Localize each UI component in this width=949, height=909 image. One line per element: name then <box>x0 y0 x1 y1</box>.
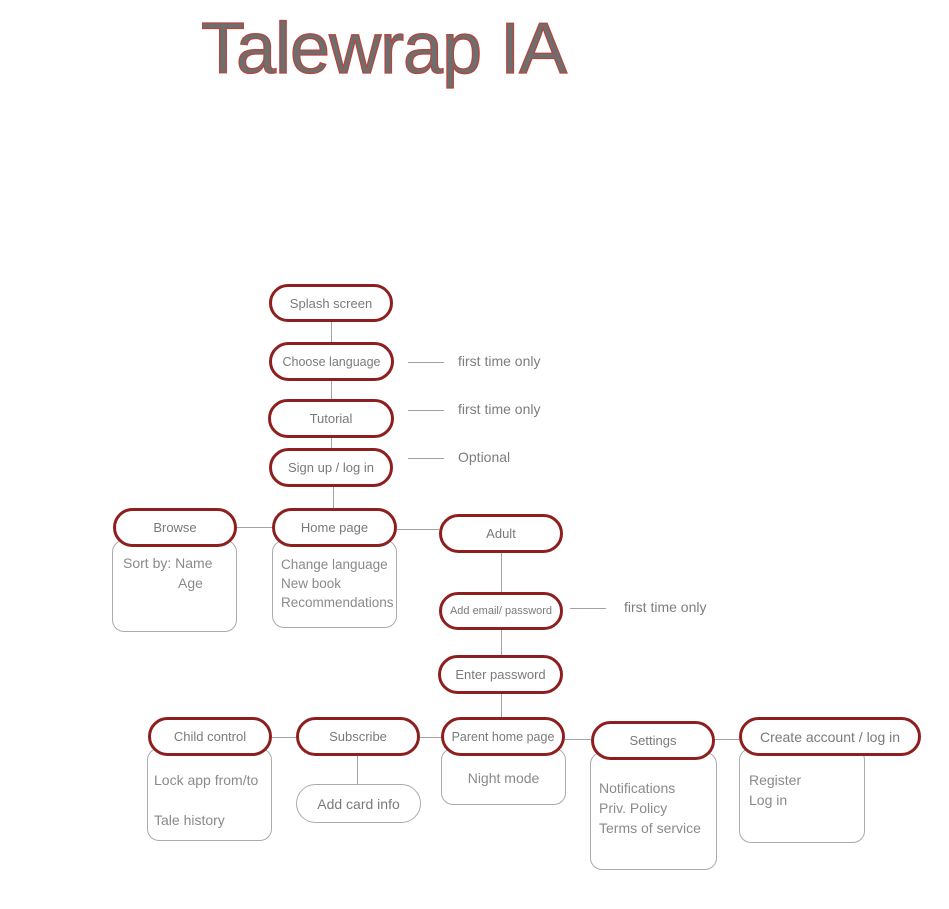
connector-adult-addemail <box>501 553 502 592</box>
node-label: Browse <box>153 520 197 535</box>
connector-addemail-enterpassword <box>501 630 502 655</box>
node-label: Splash screen <box>289 295 373 311</box>
connector-splash-chooselang <box>331 322 332 342</box>
annotation-tutorial: first time only <box>458 401 541 417</box>
detail-line: Night mode <box>467 770 540 786</box>
node-add-email-password: Add email/ password <box>439 592 563 630</box>
annotation-dash-chooselang <box>408 362 444 363</box>
node-tutorial: Tutorial <box>268 399 394 438</box>
node-add-card-info: Add card info <box>296 784 421 823</box>
node-create-account-login: Create account / log in <box>739 717 921 756</box>
diagram-title: Talewrap IA <box>200 8 567 89</box>
node-label: Sign up / log in <box>287 460 374 475</box>
detail-line: Terms of service <box>599 820 701 836</box>
annotation-chooselang: first time only <box>458 353 541 369</box>
node-label: Tutorial <box>309 411 353 426</box>
connector-childcontrol-subscribe <box>272 737 296 738</box>
detail-line: Lock app from/to <box>154 772 259 788</box>
node-label: Home page <box>300 520 369 535</box>
node-subscribe: Subscribe <box>296 717 420 756</box>
node-home-page: Home page <box>272 508 397 547</box>
node-enter-password: Enter password <box>438 655 563 694</box>
node-label: Add email/ password <box>449 605 553 617</box>
settings-detail-box: Notifications Priv. Policy Terms of serv… <box>590 752 717 870</box>
connector-signup-home <box>333 487 334 508</box>
connector-browse-home <box>237 527 272 528</box>
annotation-dash-addemail <box>570 608 606 609</box>
node-choose-language: Choose language <box>269 342 394 381</box>
detail-line: Sort by: Name <box>123 555 213 571</box>
node-settings: Settings <box>591 721 715 760</box>
connector-subscribe-parenthome <box>420 737 441 738</box>
annotation-dash-tutorial <box>408 410 444 411</box>
detail-line: Log in <box>749 792 788 808</box>
node-label: Enter password <box>455 667 546 682</box>
node-label: Child control <box>173 729 247 744</box>
node-label: Add card info <box>317 795 400 812</box>
node-adult: Adult <box>439 514 563 553</box>
node-label: Parent home page <box>451 729 555 744</box>
connector-enterpassword-parenthome <box>501 694 502 717</box>
browse-detail-box: Sort by: Name Age <box>112 540 237 632</box>
child-control-detail-box: Lock app from/to Tale history <box>147 748 272 841</box>
node-splash-screen: Splash screen <box>269 284 393 322</box>
connector-parenthome-settings <box>565 739 591 740</box>
detail-line: Tale history <box>154 812 225 828</box>
create-account-detail-box: Register Log in <box>739 748 865 843</box>
detail-line: Recommendations <box>281 595 394 610</box>
home-detail-box: Change language New book Recommendations <box>272 540 397 628</box>
parent-home-detail-box: Night mode <box>441 748 566 805</box>
node-child-control: Child control <box>148 717 272 756</box>
detail-line: Register <box>749 772 802 788</box>
node-label: Adult <box>486 526 516 541</box>
node-label: Subscribe <box>329 729 387 744</box>
connector-subscribe-addcard <box>357 756 358 784</box>
detail-line: Notifications <box>599 780 676 796</box>
detail-line: Priv. Policy <box>599 800 668 816</box>
detail-line: Age <box>178 575 203 591</box>
node-label: Settings <box>629 733 677 748</box>
detail-line: New book <box>281 576 342 591</box>
node-label: Choose language <box>282 354 381 369</box>
node-signup-login: Sign up / log in <box>269 448 393 487</box>
annotation-dash-signup <box>408 458 444 459</box>
connector-chooselang-tutorial <box>331 381 332 399</box>
node-label: Create account / log in <box>759 728 901 745</box>
node-browse: Browse <box>113 508 237 547</box>
annotation-addemail: first time only <box>624 599 707 615</box>
connector-tutorial-signup <box>331 438 332 448</box>
connector-settings-createaccount <box>715 739 739 740</box>
node-parent-home-page: Parent home page <box>441 717 565 756</box>
annotation-signup: Optional <box>458 449 511 465</box>
detail-line: Change language <box>281 557 388 572</box>
connector-home-adult <box>397 529 439 530</box>
